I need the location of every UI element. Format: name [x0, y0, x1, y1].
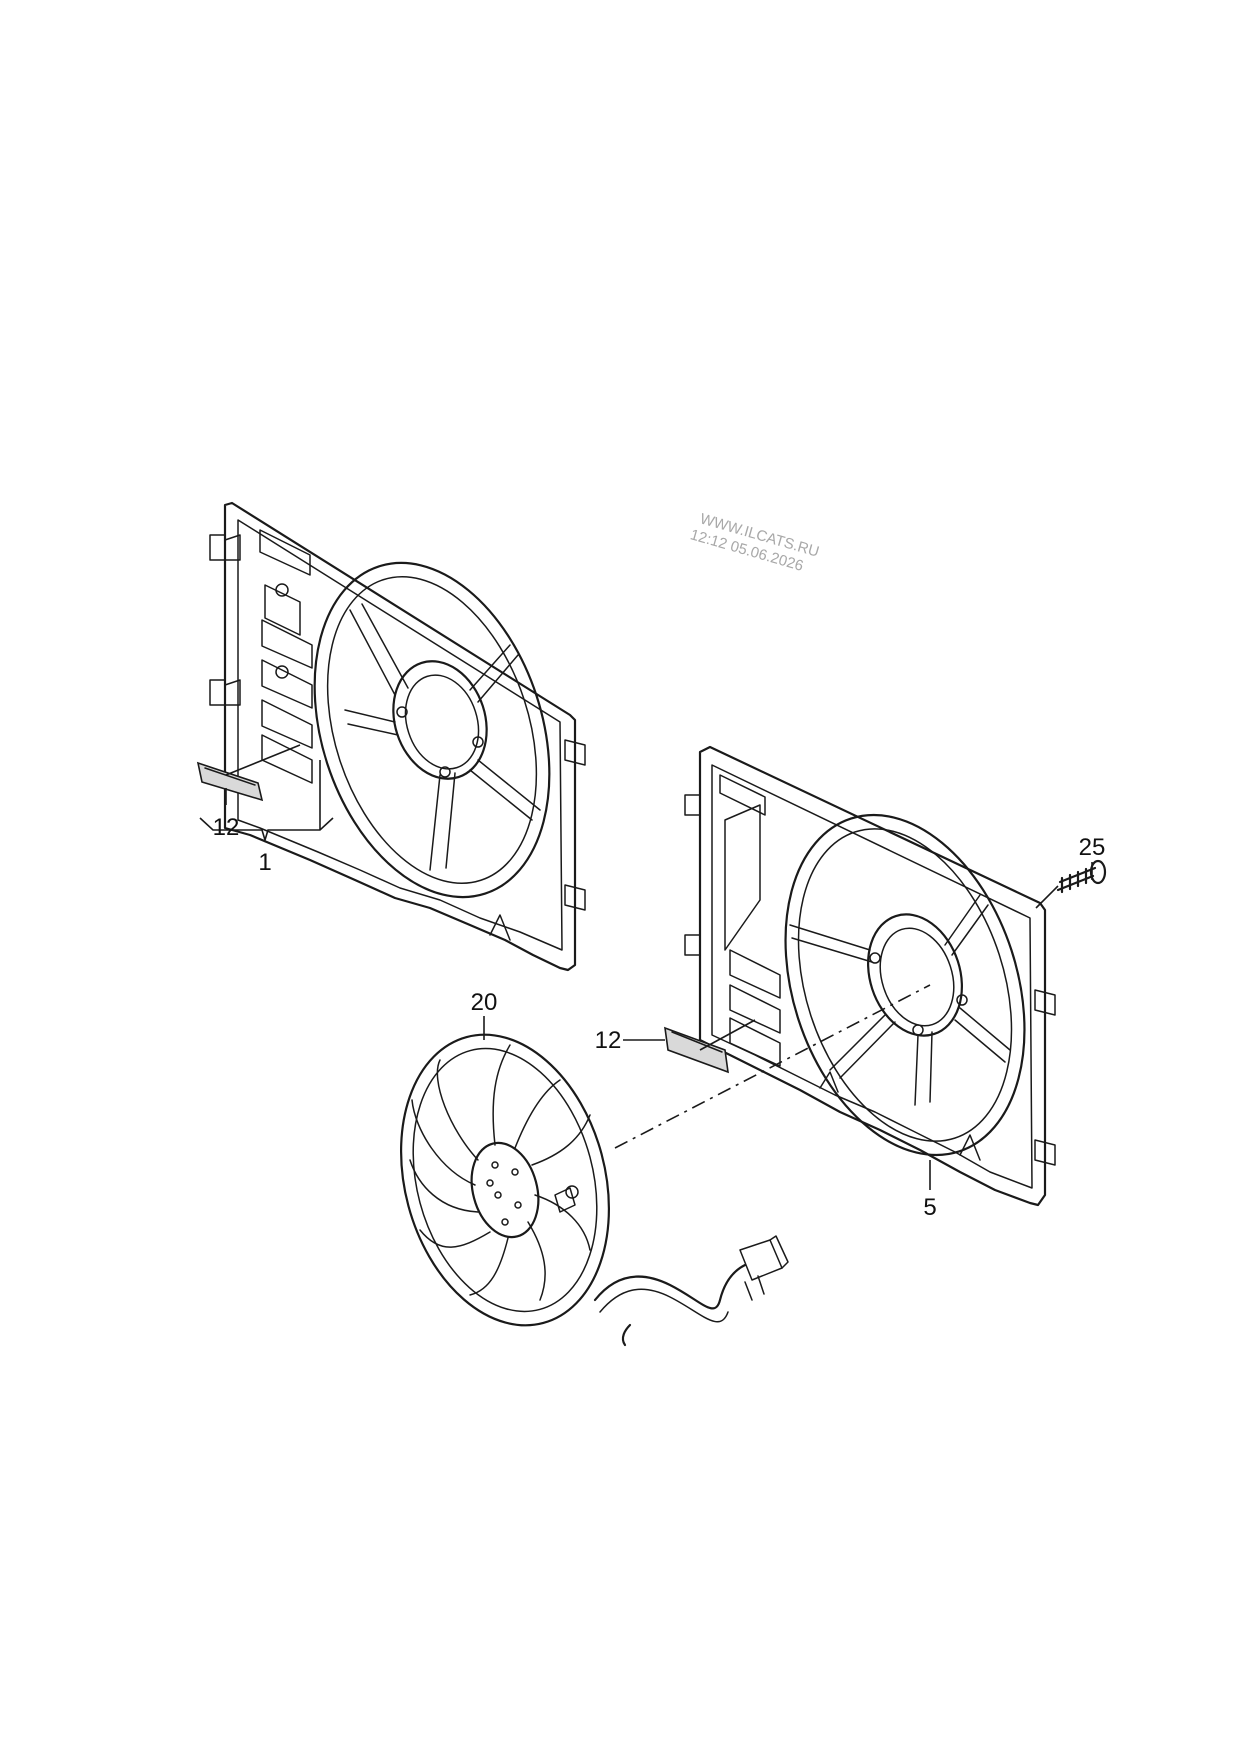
seal-strip-left	[196, 761, 264, 802]
fan-shroud-left	[209, 501, 586, 972]
screw	[1056, 859, 1107, 894]
callout-1: 1	[258, 849, 271, 876]
leader-seal-right-slot	[699, 1019, 756, 1051]
fan-shroud-right	[684, 745, 1056, 1207]
callout-5: 5	[923, 1194, 936, 1221]
callout-25: 25	[1079, 834, 1106, 861]
fan-cable-connector	[593, 1235, 789, 1347]
callout-20: 20	[471, 989, 498, 1016]
fan-with-motor	[399, 1033, 611, 1327]
seal-strip-right	[664, 1026, 729, 1074]
callout-12-left: 12	[213, 814, 240, 841]
watermark: WWW.ILCATS.RU 12:12 05.06.2026	[688, 510, 821, 574]
center-line	[614, 984, 931, 1149]
leader-seal-left	[225, 744, 301, 776]
callout-12-right: 12	[595, 1027, 622, 1054]
leader-screw-hole	[1035, 885, 1059, 909]
